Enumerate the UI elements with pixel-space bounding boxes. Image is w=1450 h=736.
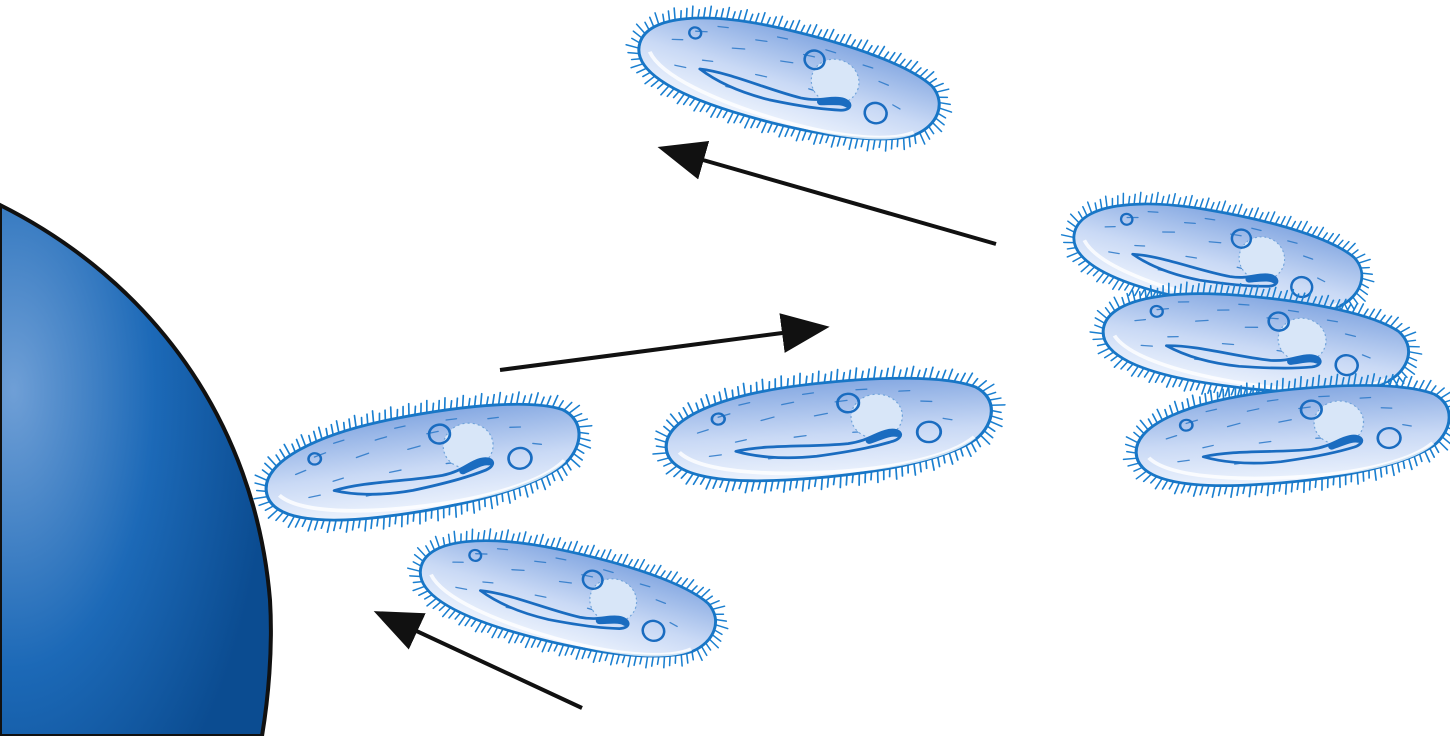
- movement-arrow: [500, 332, 790, 370]
- paramecium: [245, 380, 601, 544]
- paramecium: [396, 497, 740, 699]
- paramecium: [613, 0, 964, 184]
- obstacle-sphere: [0, 205, 271, 736]
- movement-arrow: [696, 158, 996, 244]
- paramecium: [649, 360, 1009, 499]
